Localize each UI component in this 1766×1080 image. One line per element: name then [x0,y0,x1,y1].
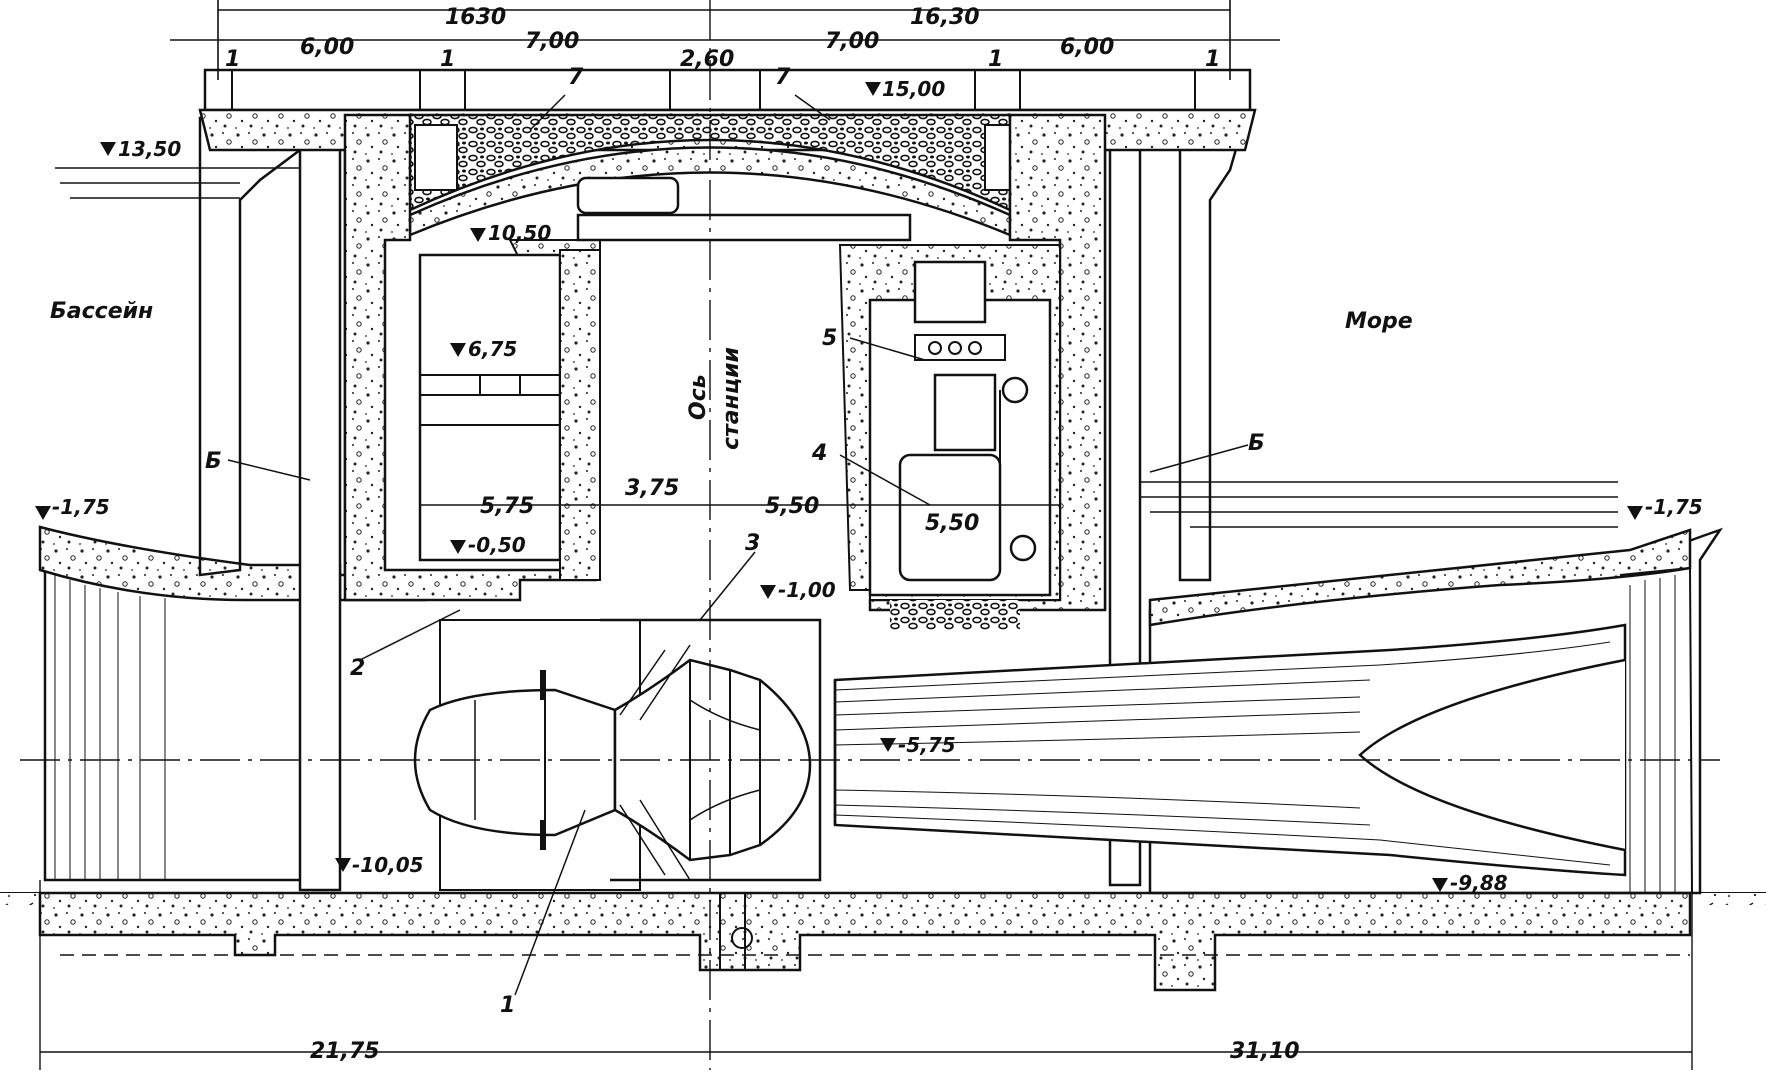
dim-550-b: 5,50 [925,511,979,536]
station-axis-label-line2: станции [719,347,744,450]
elevation-label-m575: -5,75 [898,733,956,757]
water-surface-sea [1110,481,1618,528]
dim-top-total-left: 1630 [445,5,506,30]
dim-1-b: 1 [440,47,455,72]
elevation-1500: 15,00 [865,77,945,101]
basin-label: Бассейн [50,299,153,324]
turbine-runner [613,644,812,881]
generator-unit [890,260,1037,630]
dim-700-left: 7,00 [525,29,579,54]
dim-700-right: 7,00 [825,29,879,54]
elevation-m175-left: -1,75 [35,495,110,520]
left-pier [198,113,347,892]
elevation-marks: 15,00 13,50 10,50 6,75 -1,75 -1,75 -0,50 [35,77,1703,895]
elevation-label-1050: 10,50 [488,221,551,245]
elevation-label-1500: 15,00 [882,77,945,101]
dim-1-d: 1 [1205,47,1220,72]
elevation-m175-right: -1,75 [1627,495,1703,520]
elevation-1350: 13,50 [100,137,181,161]
callout-6-right: Б [1248,431,1265,456]
dimension-lines [40,0,1692,1053]
callout-3: 3 [745,531,760,556]
elevation-m575: -5,75 [880,733,956,757]
dimension-text: 1630 16,30 1 6,00 1 7,00 2,60 7,00 1 6,0… [225,5,1300,1064]
elevation-m1005: -10,05 [335,853,424,877]
foundation-slab [0,891,1766,992]
sea-label: Море [1345,309,1413,334]
elevation-m050: -0,50 [450,533,526,557]
dim-550-a: 5,50 [765,494,819,519]
elevation-label-m175-left: -1,75 [52,495,110,519]
callout-2: 2 [350,656,365,681]
elevation-1050: 10,50 [470,221,551,245]
callout-7-left: 7 [568,65,584,90]
dim-1-c: 1 [988,47,1003,72]
dim-575: 5,75 [480,494,534,519]
station-axis-label-line1: Ось [686,374,711,420]
elevation-label-m988: -9,88 [1450,871,1508,895]
callout-6-left: Б [205,449,222,474]
elevation-label-675: 6,75 [468,337,517,361]
draft-tube [833,623,1627,877]
leader-lines [227,94,1249,996]
callout-1: 1 [500,993,515,1018]
elevation-label-m050: -0,50 [468,533,526,557]
dim-bottom-right: 31,10 [1230,1039,1300,1064]
dim-260: 2,60 [680,47,734,72]
callout-7-right: 7 [775,65,791,90]
station-axis-line [20,0,1720,1070]
water-surface-basin [55,167,330,199]
elevation-m988: -9,88 [1432,871,1508,895]
callout-5: 5 [822,326,837,351]
elevation-m100: -1,00 [760,578,836,602]
area-labels: Бассейн Море Ось станции [50,299,1413,450]
elevation-label-m1005: -10,05 [352,853,424,877]
elevation-label-1350: 13,50 [118,137,181,161]
dim-1-a: 1 [225,47,240,72]
dim-bottom-left: 21,75 [310,1039,380,1064]
dim-375: 3,75 [625,476,679,501]
dim-600-left: 6,00 [300,35,354,60]
elevation-675: 6,75 [450,337,517,361]
callout-4: 4 [811,441,827,466]
gantry-crane [576,176,912,242]
dim-top-total-right: 16,30 [910,5,980,30]
elevation-label-m175-right: -1,75 [1645,495,1703,519]
dim-600-right: 6,00 [1060,35,1114,60]
elevation-label-m100: -1,00 [778,578,836,602]
callout-numbers: 7 7 5 4 3 2 1 Б Б [205,65,1265,1018]
